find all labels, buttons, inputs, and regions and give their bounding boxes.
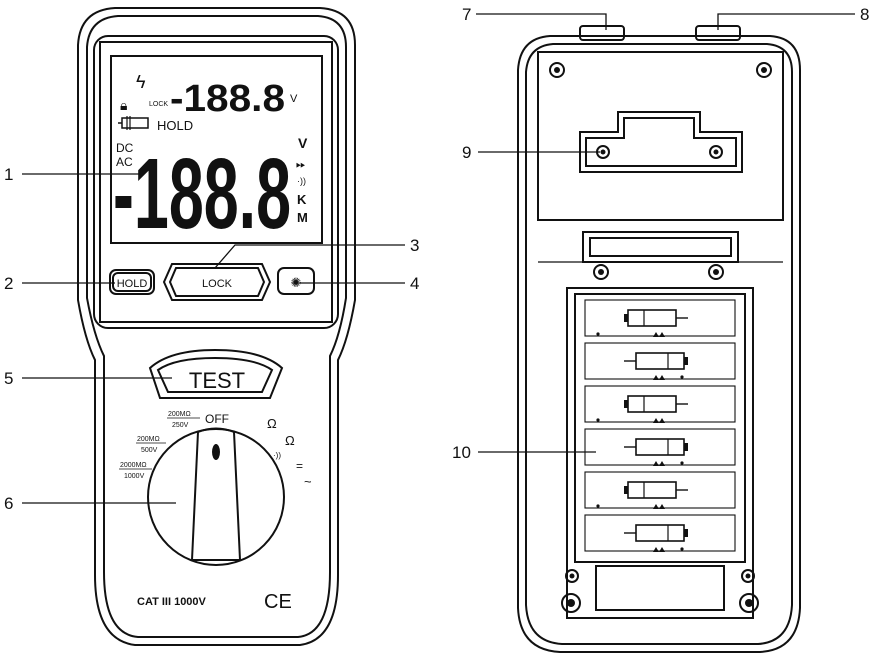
lcd-sub-readout: -188.8 <box>170 78 285 120</box>
callout-numbers: 1 2 3 4 5 6 7 8 9 10 <box>4 5 869 513</box>
foot-br <box>739 593 759 613</box>
lcd-continuity-icon: ·)) <box>297 176 306 186</box>
display-bezel-inner <box>93 35 339 329</box>
dial-acv: ~ <box>304 474 312 489</box>
dial-range-2-top: 200MΩ <box>137 436 160 443</box>
display-bezel <box>99 41 333 323</box>
dial-ohm-1: Ω <box>267 416 277 431</box>
test-button[interactable]: TEST <box>148 348 284 399</box>
ce-mark: CE <box>264 591 292 613</box>
lcd-diode-icon: ⏩︎ <box>296 157 306 171</box>
dial-range-1-top: 200MΩ <box>168 411 191 418</box>
svg-text:HOLD: HOLD <box>117 278 148 290</box>
lcd-battery-icon <box>118 116 149 130</box>
dial-range-3-top: 2000MΩ <box>120 462 147 469</box>
battery-cell <box>584 428 736 466</box>
callout-10: 10 <box>452 443 471 462</box>
front-view: ϟ 🔒︎ LOCK -188.8 V HOLD DC AC -188.8 V ⏩… <box>77 7 356 646</box>
lcd-lock-indicator: LOCK <box>149 101 168 108</box>
screw-ml <box>593 264 609 280</box>
callout-6: 6 <box>4 494 13 513</box>
back-view <box>517 25 801 653</box>
lcd-unit-v: V <box>298 135 308 151</box>
svg-text:TEST: TEST <box>189 368 245 393</box>
screw-tl <box>549 62 565 78</box>
callout-3: 3 <box>410 236 419 255</box>
callout-9: 9 <box>462 143 471 162</box>
lcd-unit-k: K <box>297 192 307 207</box>
callout-8: 8 <box>860 5 869 24</box>
callout-7: 7 <box>462 5 471 24</box>
rotary-dial[interactable] <box>147 427 285 566</box>
hanger-clip <box>579 111 743 173</box>
dial-range-1-bot: 250V <box>172 422 189 429</box>
battery-cell <box>584 514 736 552</box>
front-body <box>77 7 356 646</box>
svg-text:LOCK: LOCK <box>202 278 233 290</box>
screw-bl <box>565 569 579 583</box>
back-upper-panel <box>537 51 784 221</box>
lcd-hold-indicator: HOLD <box>157 118 193 133</box>
lock-button[interactable]: LOCK <box>162 263 272 301</box>
back-body-inner <box>525 43 793 645</box>
battery-door-bottom <box>595 565 725 611</box>
screw-tr <box>756 62 772 78</box>
lcd-lock-icon: 🔒︎ <box>120 97 127 113</box>
battery-cells <box>584 299 736 552</box>
stand-hinge <box>582 231 739 263</box>
screw-mr <box>708 264 724 280</box>
screw-br <box>741 569 755 583</box>
dial-dcv: = <box>296 459 303 473</box>
lcd-flash-icon: ϟ <box>136 72 146 92</box>
rating-label: CAT III 1000V <box>137 596 207 608</box>
backlight-button[interactable]: ✺ <box>277 267 315 295</box>
battery-cell <box>584 385 736 423</box>
callout-lines <box>22 13 855 504</box>
dial-off-label: OFF <box>205 412 229 426</box>
bulb-icon: ✺ <box>291 275 302 290</box>
lcd-sub-unit: V <box>290 93 298 105</box>
dial-range-2-bot: 500V <box>141 447 158 454</box>
lcd-ac: AC <box>116 155 133 169</box>
dial-range-3-bot: 1000V <box>124 473 145 480</box>
battery-compartment <box>566 287 754 619</box>
lcd-unit-m: M <box>297 210 308 225</box>
socket-left <box>579 25 625 41</box>
back-body <box>517 35 801 653</box>
dial-ohm-2: Ω <box>285 433 295 448</box>
callout-1: 1 <box>4 165 13 184</box>
dial-continuity-icon: ·)) <box>273 451 281 460</box>
callout-4: 4 <box>410 274 419 293</box>
battery-cell <box>584 299 736 337</box>
callout-5: 5 <box>4 369 13 388</box>
callout-2: 2 <box>4 274 13 293</box>
front-body-inner <box>86 15 347 638</box>
lcd-main-readout: -188.8 <box>113 138 291 250</box>
battery-cell <box>584 342 736 380</box>
lcd-screen <box>110 55 323 244</box>
lcd-dc: DC <box>116 141 134 155</box>
battery-cell <box>584 471 736 509</box>
foot-bl <box>561 593 581 613</box>
hold-button[interactable]: HOLD <box>109 269 155 295</box>
dial-pointer <box>212 444 220 460</box>
